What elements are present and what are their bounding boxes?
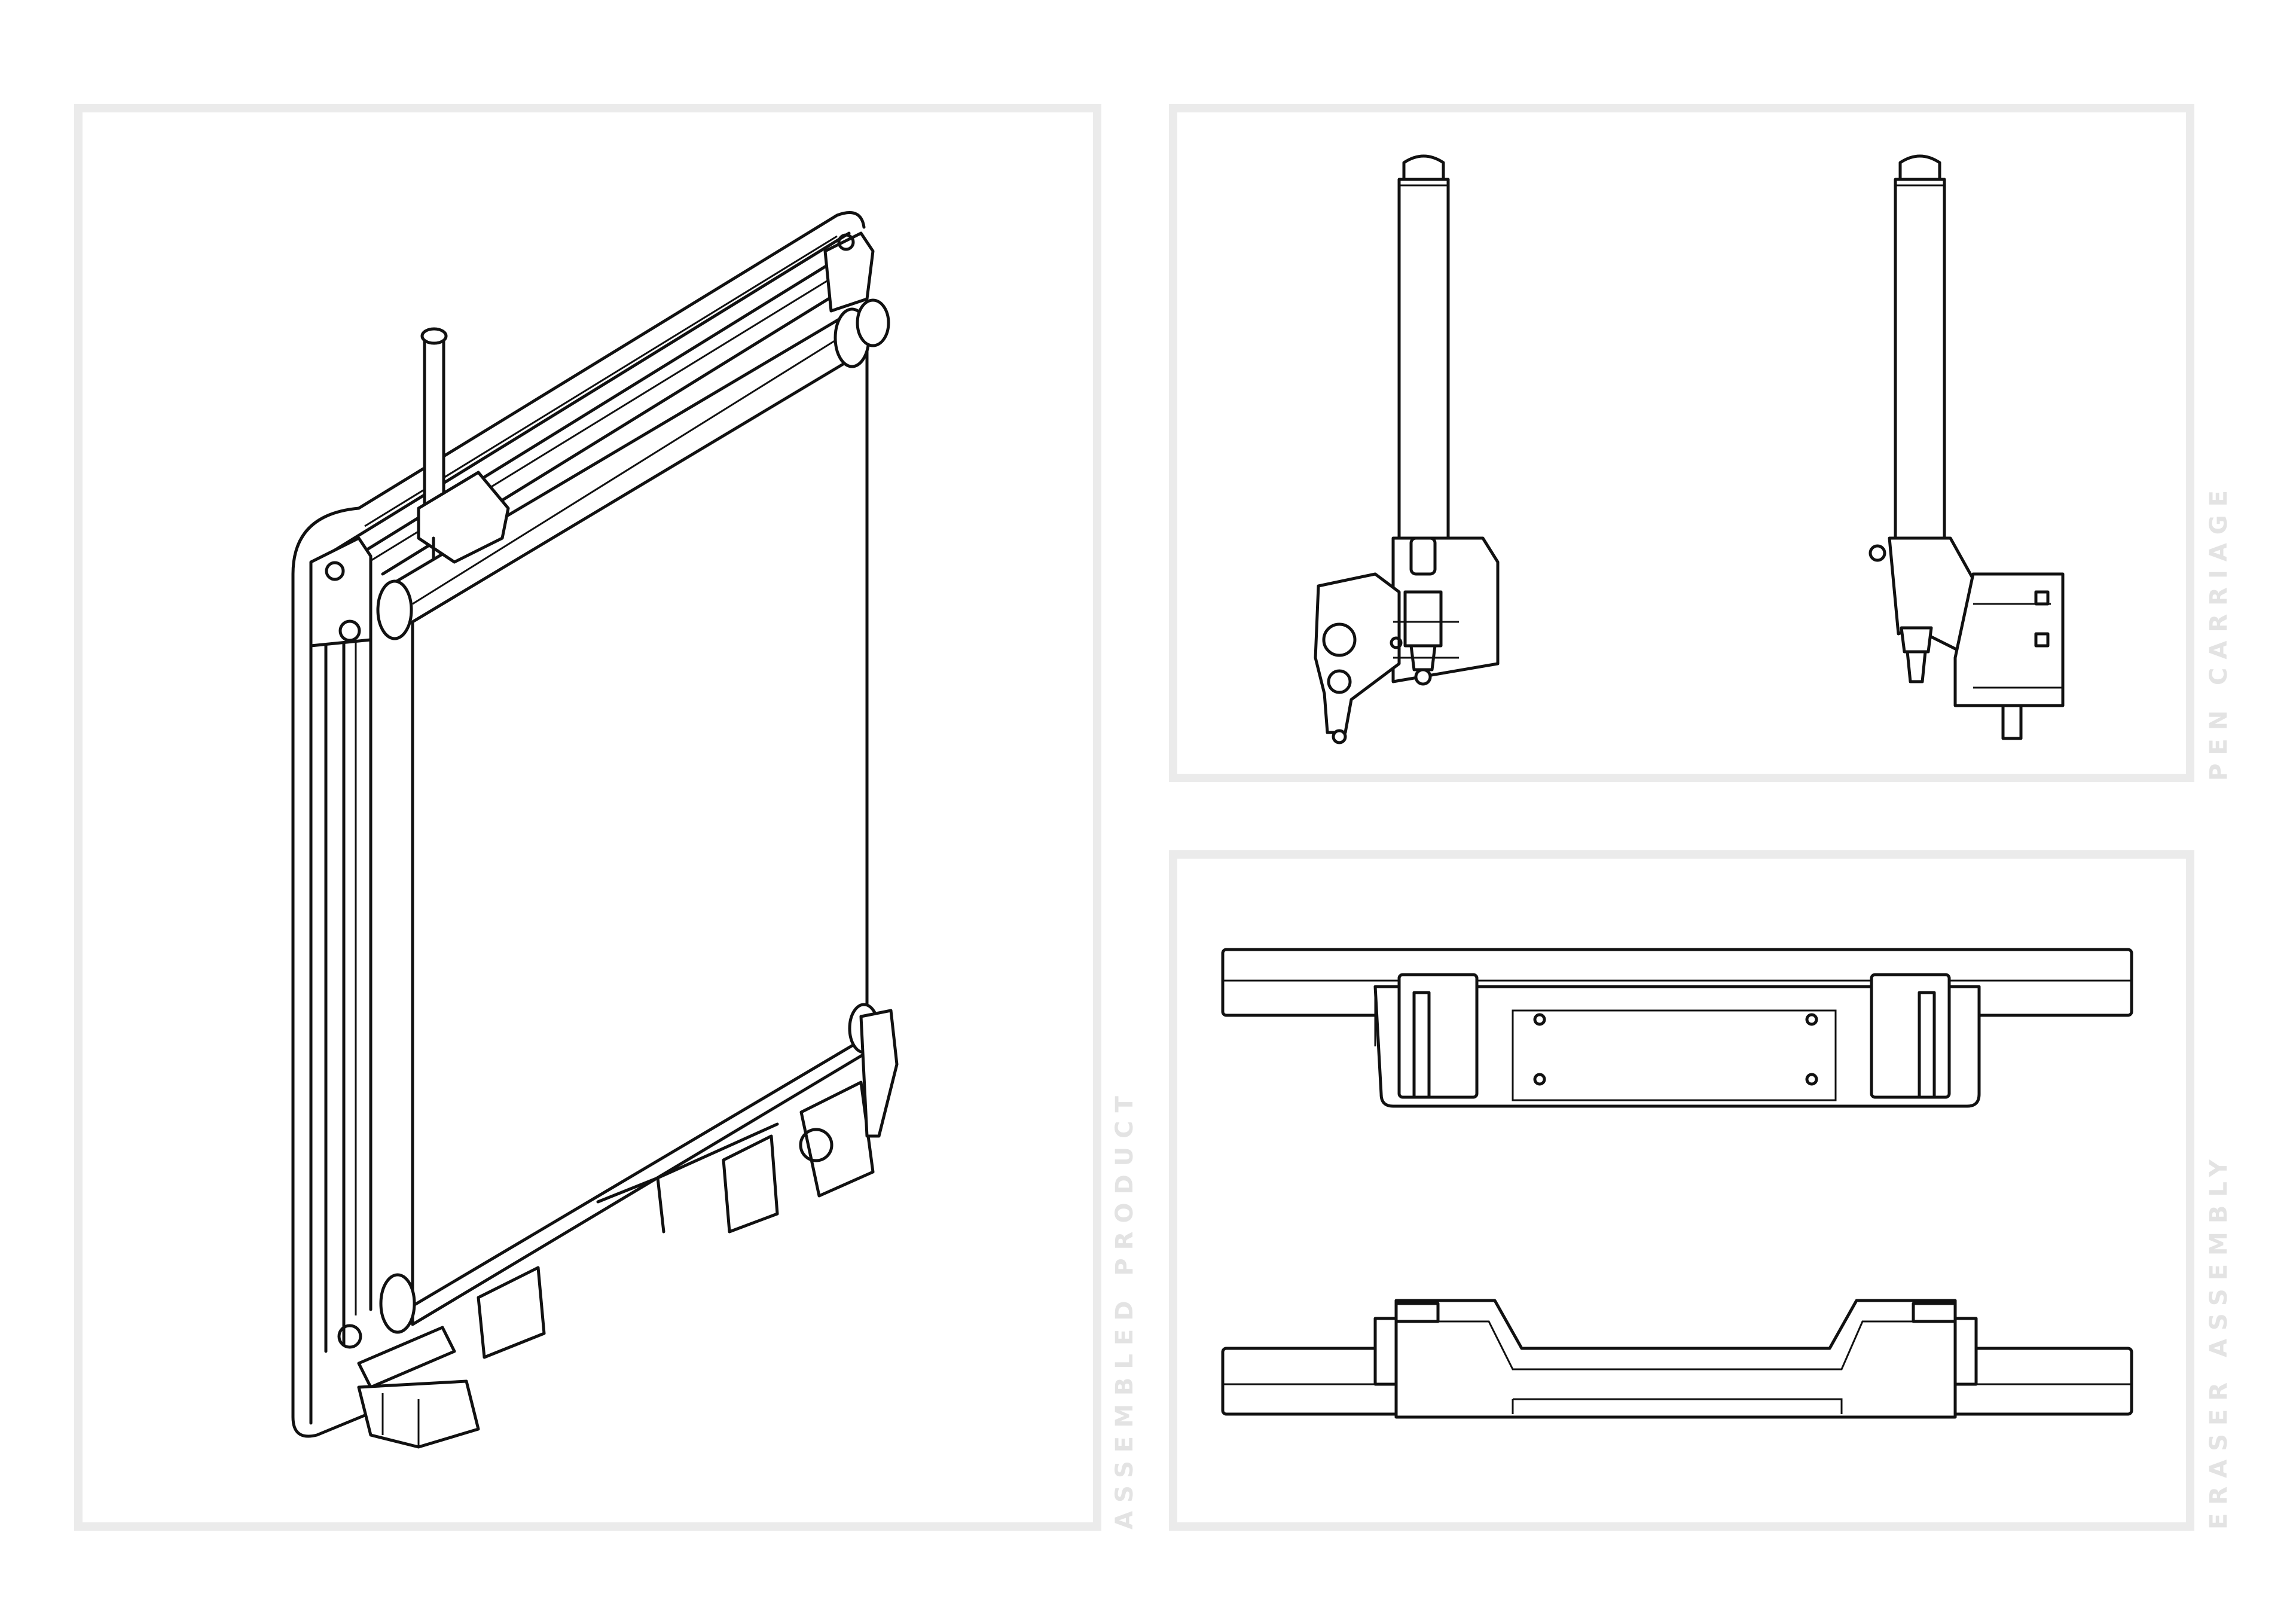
assembled-product-drawing bbox=[291, 211, 899, 1449]
eraser-assembly-drawing bbox=[1221, 948, 2133, 1419]
pen-carriage-drawing bbox=[1314, 154, 2065, 744]
